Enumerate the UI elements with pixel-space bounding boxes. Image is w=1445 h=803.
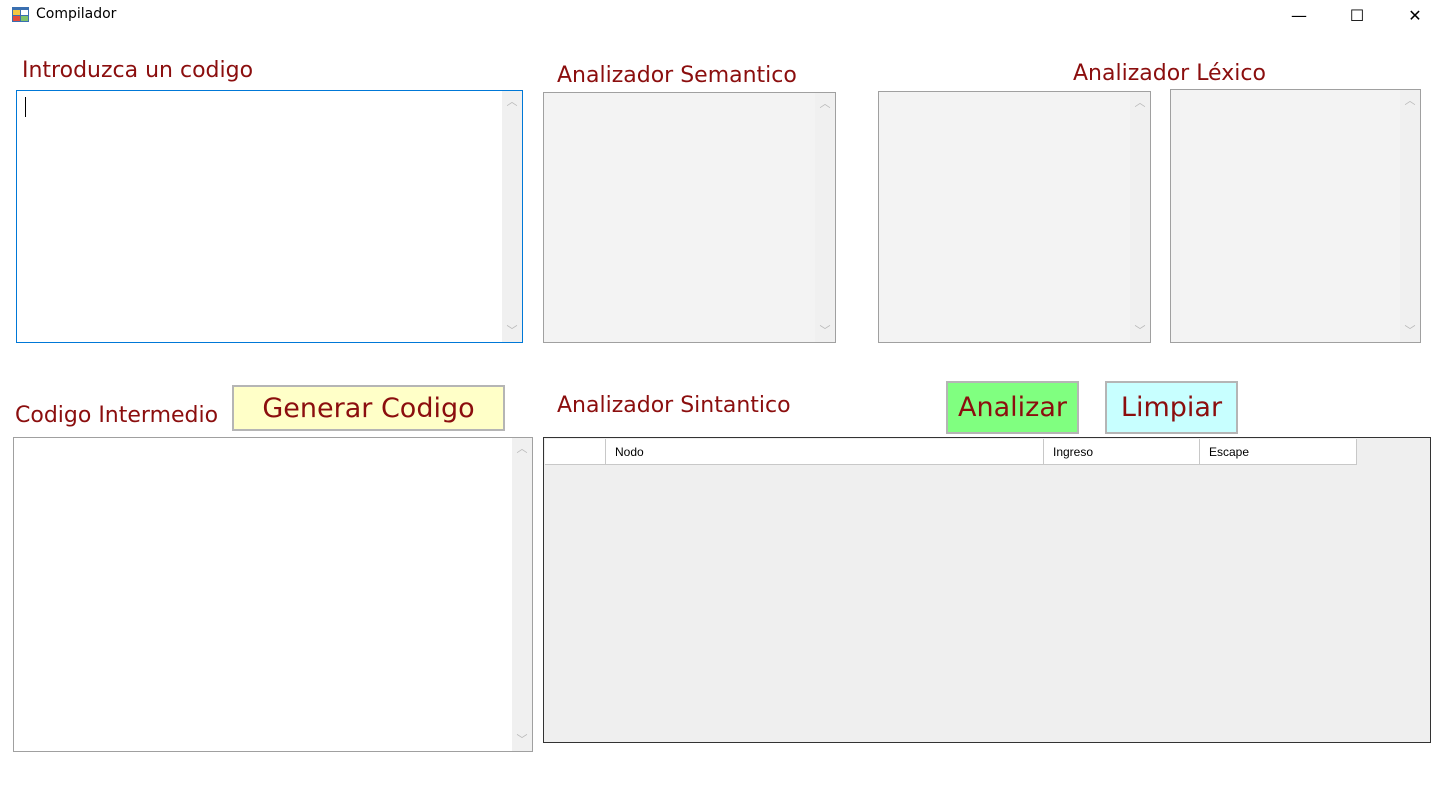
syntactic-analyzer-label: Analizador Sintantico	[557, 393, 791, 418]
lexical-output-textarea-1[interactable]: ︿ ﹀	[878, 91, 1151, 343]
intermediate-code-textarea[interactable]: ︿ ﹀	[13, 437, 533, 752]
chevron-up-icon[interactable]: ︿	[819, 97, 831, 110]
grid-header-row: Nodo Ingreso Escape	[545, 439, 1357, 465]
analyze-button[interactable]: Analizar	[946, 381, 1079, 434]
close-button[interactable]: ✕	[1386, 0, 1444, 30]
semantic-analyzer-label: Analizador Semantico	[557, 63, 797, 88]
syntactic-analyzer-grid[interactable]: Nodo Ingreso Escape	[543, 437, 1431, 743]
window-title: Compilador	[36, 6, 117, 22]
input-code-textarea[interactable]: ︿ ﹀	[16, 90, 523, 343]
input-code-label: Introduzca un codigo	[22, 58, 254, 83]
vertical-scrollbar[interactable]: ︿ ﹀	[502, 91, 522, 342]
chevron-down-icon[interactable]: ﹀	[1134, 324, 1146, 337]
minimize-icon: —	[1291, 5, 1307, 25]
grid-row-header-cell[interactable]	[545, 439, 606, 465]
grid-column-escape[interactable]: Escape	[1200, 439, 1357, 465]
vertical-scrollbar[interactable]: ︿ ﹀	[1130, 92, 1150, 342]
close-icon: ✕	[1408, 5, 1422, 25]
chevron-down-icon[interactable]: ﹀	[506, 324, 518, 337]
clear-button[interactable]: Limpiar	[1105, 381, 1238, 434]
maximize-icon: ☐	[1349, 5, 1365, 25]
chevron-up-icon[interactable]: ︿	[506, 95, 518, 108]
maximize-button[interactable]: ☐	[1328, 0, 1386, 30]
lexical-analyzer-label: Analizador Léxico	[1073, 61, 1276, 86]
chevron-down-icon[interactable]: ﹀	[1404, 324, 1416, 337]
grid-column-ingreso[interactable]: Ingreso	[1044, 439, 1200, 465]
chevron-down-icon[interactable]: ﹀	[819, 324, 831, 337]
lexical-output-textarea-2[interactable]: ︿ ﹀	[1170, 89, 1421, 343]
title-bar: Compilador — ☐ ✕	[0, 0, 1445, 30]
vertical-scrollbar[interactable]: ︿ ﹀	[1400, 90, 1420, 342]
text-cursor	[25, 97, 26, 117]
generate-code-button[interactable]: Generar Codigo	[232, 385, 505, 431]
chevron-down-icon[interactable]: ﹀	[516, 733, 528, 746]
semantic-output-textarea[interactable]: ︿ ﹀	[543, 92, 836, 343]
grid-column-nodo[interactable]: Nodo	[606, 439, 1044, 465]
vertical-scrollbar[interactable]: ︿ ﹀	[512, 438, 532, 751]
vertical-scrollbar[interactable]: ︿ ﹀	[815, 93, 835, 342]
chevron-up-icon[interactable]: ︿	[516, 442, 528, 455]
app-icon	[12, 7, 29, 22]
chevron-up-icon[interactable]: ︿	[1404, 94, 1416, 107]
chevron-up-icon[interactable]: ︿	[1134, 96, 1146, 109]
intermediate-code-label: Codigo Intermedio	[15, 403, 219, 428]
minimize-button[interactable]: —	[1270, 0, 1328, 30]
